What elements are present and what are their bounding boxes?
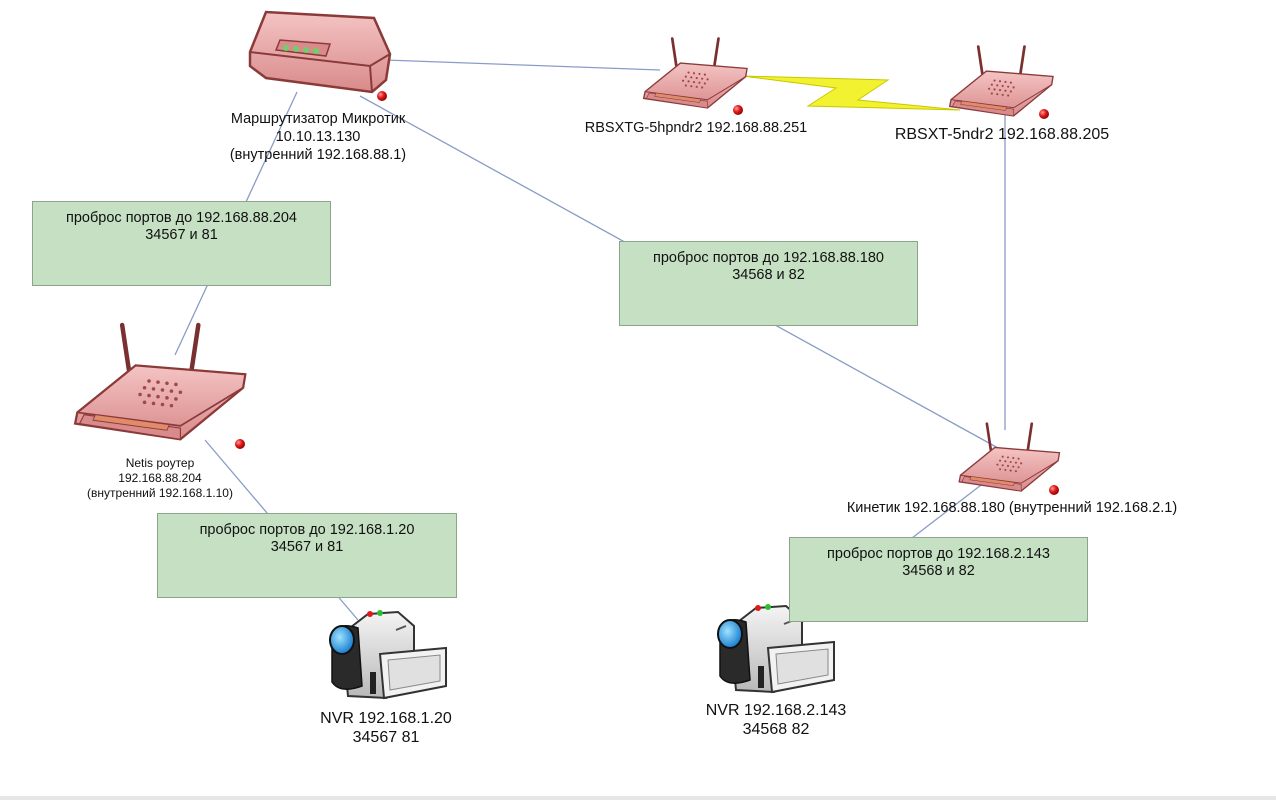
device-name: Netis роутер <box>125 456 195 470</box>
note-ports: 34568 и 82 <box>732 267 805 283</box>
device-name: RBSXTG-5hpndr2 192.168.88.251 <box>584 120 808 136</box>
mikrotik-label: Маршрутизатор Микротик 10.10.13.130 (вну… <box>218 110 418 164</box>
note-title: проброс портов до 192.168.88.204 <box>66 210 297 226</box>
camcorder-icon[interactable] <box>329 609 447 699</box>
wireless-ap-icon[interactable] <box>642 37 749 110</box>
status-dot-icon <box>235 439 245 449</box>
status-dot-icon <box>733 105 743 115</box>
router-icon[interactable] <box>248 10 392 94</box>
rbsxtg-label: RBSXTG-5hpndr2 192.168.88.251 <box>566 120 826 136</box>
lightning-bolt-icon <box>741 75 961 111</box>
device-name: Маршрутизатор Микротик <box>230 111 406 127</box>
port-forward-note-netis: проброс портов до 192.168.88.204 34567 и… <box>32 201 331 286</box>
device-name: RBSXT-5ndr2 192.168.88.205 <box>894 126 1110 143</box>
device-ip: 10.10.13.130 <box>275 129 361 145</box>
note-ports: 34567 и 81 <box>145 227 218 243</box>
note-ports: 34567 и 81 <box>270 539 344 555</box>
device-internal-ip: (внутренний 192.168.88.1) <box>229 147 407 163</box>
nvr2-label: NVR 192.168.2.143 34568 82 <box>686 701 866 739</box>
note-title: проброс портов до 192.168.2.143 <box>827 546 1050 562</box>
nvr1-label: NVR 192.168.1.20 34567 81 <box>296 709 476 747</box>
port-forward-note-nvr2: проброс портов до 192.168.2.143 34568 и … <box>789 537 1088 622</box>
note-title: проброс портов до 192.168.88.180 <box>653 250 884 266</box>
rbsxt-label: RBSXT-5ndr2 192.168.88.205 <box>876 126 1128 144</box>
note-title: проброс портов до 192.168.1.20 <box>199 522 415 538</box>
note-ports: 34568 и 82 <box>902 563 975 579</box>
status-dot-icon <box>1049 485 1059 495</box>
device-name: NVR 192.168.1.20 <box>320 710 452 727</box>
wireless-ap-icon[interactable] <box>948 45 1055 118</box>
device-ports: 34567 81 <box>352 729 420 746</box>
status-dot-icon <box>1039 109 1049 119</box>
device-internal-ip: (внутренний 192.168.1.10) <box>87 486 233 500</box>
device-ports: 34568 82 <box>742 721 810 738</box>
wireless-ap-icon[interactable] <box>75 325 245 439</box>
device-name: Кинетик 192.168.88.180 (внутренний 192.1… <box>846 500 1178 516</box>
link-mikrotik-rbsxtg <box>384 59 661 71</box>
bottom-edge <box>0 796 1276 800</box>
device-name: NVR 192.168.2.143 <box>705 702 847 719</box>
port-forward-note-keenetic: проброс портов до 192.168.88.180 34568 и… <box>619 241 918 326</box>
wireless-ap-icon[interactable] <box>957 422 1061 493</box>
status-dot-icon <box>377 91 387 101</box>
netis-label: Netis роутер 192.168.88.204 (внутренний … <box>70 456 250 501</box>
device-ip: 192.168.88.204 <box>118 471 202 485</box>
port-forward-note-nvr1: проброс портов до 192.168.1.20 34567 и 8… <box>157 513 457 598</box>
keenetic-label: Кинетик 192.168.88.180 (внутренний 192.1… <box>832 500 1192 516</box>
